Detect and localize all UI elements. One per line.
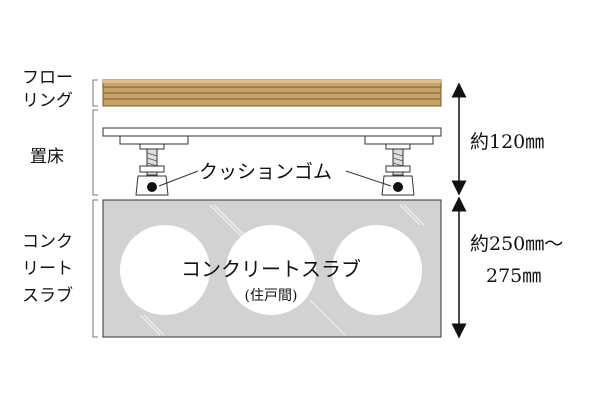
- dimension-slab-line2: 275㎜: [486, 265, 541, 287]
- support-leg-left: [119, 135, 189, 196]
- label-cushion-rubber: クッションゴム: [199, 161, 332, 183]
- slab-void-1: [120, 225, 210, 315]
- label-slab-line2: リート: [22, 259, 73, 279]
- label-slab-line1: コンク: [22, 232, 73, 252]
- slab-note: (住戸間): [245, 288, 298, 304]
- leader-left: [158, 170, 199, 187]
- slab-title: コンクリートスラブ: [181, 257, 361, 281]
- raised-floor-panel: [102, 127, 442, 137]
- label-flooring-line1: フロー: [22, 68, 73, 88]
- bracket-flooring: [92, 79, 98, 107]
- dimension-floor-height: 約120㎜: [470, 131, 544, 153]
- support-leg-right: [364, 135, 434, 196]
- cushion-rubber-left: [147, 182, 157, 192]
- label-raised-floor: 置床: [30, 147, 64, 167]
- bracket-slab: [92, 199, 98, 338]
- label-slab-line3: スラブ: [22, 285, 73, 306]
- dimension-slab-line1: 約250㎜〜: [470, 233, 563, 255]
- leader-right: [345, 170, 392, 187]
- flooring-layer: [102, 79, 442, 107]
- cushion-rubber-right: [393, 182, 403, 192]
- concrete-slab: [102, 199, 442, 338]
- slab-void-2: [226, 225, 316, 315]
- slab-void-3: [332, 225, 422, 315]
- label-flooring-line2: リング: [22, 91, 73, 111]
- bracket-raised-floor: [92, 109, 98, 196]
